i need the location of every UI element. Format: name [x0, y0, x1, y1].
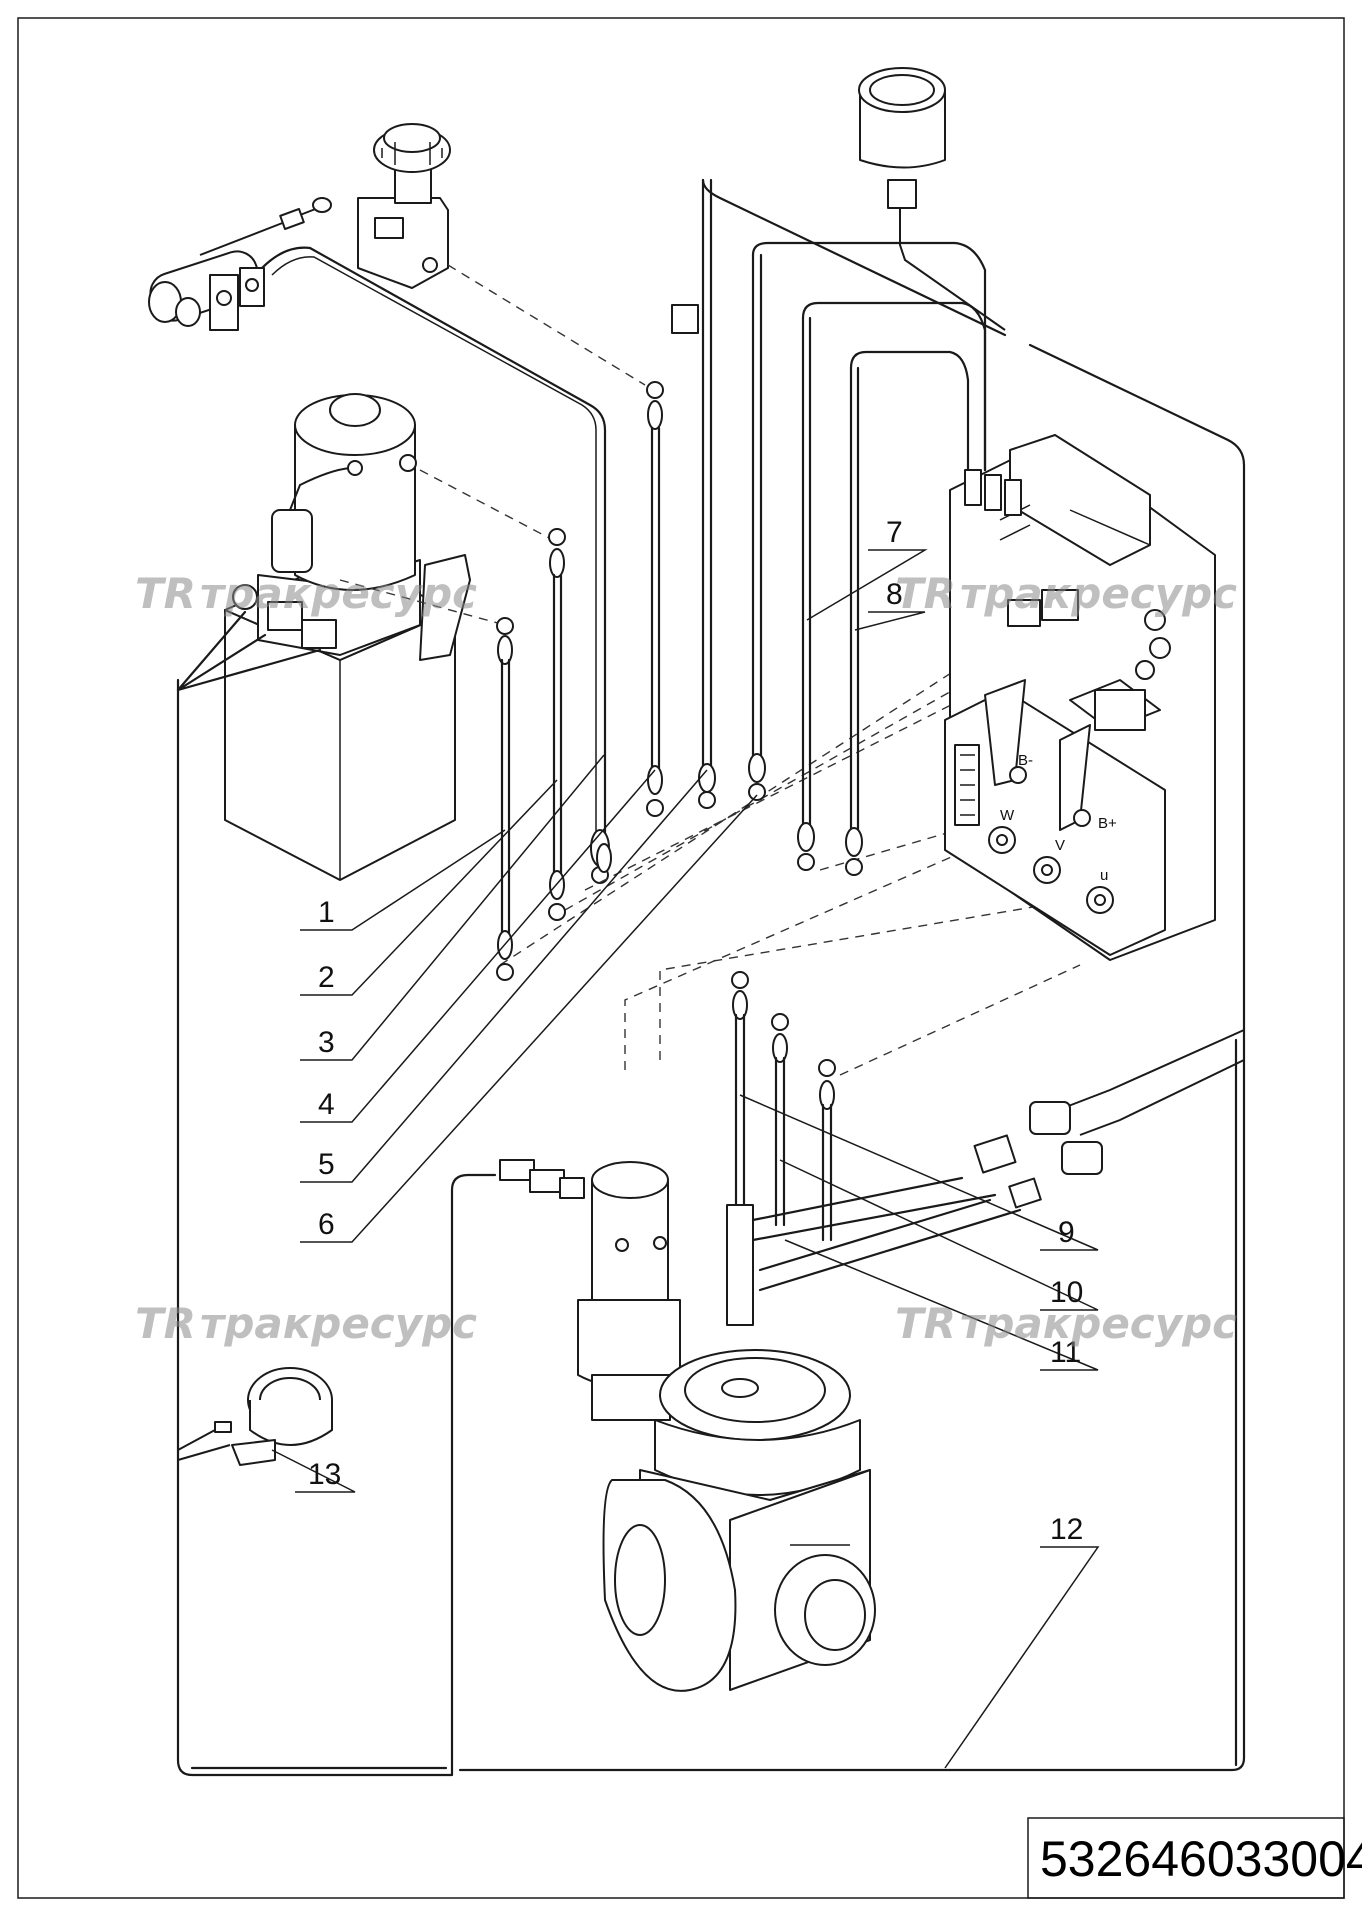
- terminal-v: V: [1055, 837, 1065, 854]
- cable-6: [748, 241, 987, 801]
- callout-9: 9: [1058, 1216, 1075, 1249]
- main-harness: [176, 343, 1246, 1777]
- battery-indicator: [858, 67, 1006, 331]
- cable-clip: [671, 304, 699, 334]
- terminal-b-plus: B+: [1098, 815, 1117, 832]
- motor-plug: [499, 1159, 585, 1199]
- callout-8: 8: [886, 578, 903, 611]
- watermark-2: TR тракресурс: [895, 569, 1237, 618]
- svg-text:тракресурс: тракресурс: [200, 569, 477, 618]
- callout-13: 13: [308, 1458, 341, 1491]
- svg-text:TR: TR: [135, 569, 196, 618]
- cable-5: [698, 178, 1007, 809]
- cable-3-lug: [596, 843, 612, 873]
- watermark-4: TR тракресурс: [895, 1299, 1237, 1348]
- fuse-holder: [148, 197, 332, 331]
- cable-sleeve: [726, 1204, 754, 1326]
- drive-unit: [577, 1161, 876, 1692]
- svg-text:TR: TR: [895, 1299, 956, 1348]
- cable-10: [771, 1013, 789, 1227]
- pump-harness-wires: [176, 610, 322, 692]
- callout-6: 6: [318, 1208, 335, 1241]
- cable-11: [818, 1059, 836, 1242]
- cable-8: [845, 350, 970, 876]
- motor-controller: B- B+ W V u: [944, 434, 1216, 961]
- cable-1: [496, 617, 514, 981]
- hydraulic-pump-unit: [224, 393, 471, 881]
- harness-branch-connectors: [1057, 1029, 1245, 1136]
- callout-11: 11: [1050, 1336, 1081, 1369]
- svg-text:TR: TR: [895, 569, 956, 618]
- svg-text:тракресурс: тракресурс: [200, 1299, 477, 1348]
- encoder-cables: [751, 1176, 1022, 1292]
- callout-2: 2: [318, 961, 335, 994]
- sensor-connectors: [973, 1101, 1103, 1209]
- document-number-box: 532646033004: [1027, 1817, 1362, 1899]
- callout-leaders: [271, 549, 1100, 1769]
- cable-7: [797, 301, 987, 871]
- document-number: 532646033004: [1040, 1831, 1362, 1887]
- cable-9: [731, 971, 749, 1212]
- horn: [177, 1367, 333, 1466]
- callout-3: 3: [318, 1026, 335, 1059]
- callout-10: 10: [1050, 1276, 1083, 1309]
- terminal-w: W: [1000, 807, 1015, 824]
- terminal-u: u: [1100, 867, 1108, 884]
- watermark-3: TR тракресурс: [135, 1299, 477, 1348]
- emergency-switch: [357, 123, 451, 289]
- watermarks: TR тракресурс TR тракресурс TR тракресур…: [135, 569, 1237, 1348]
- drawing-frame: [17, 17, 1345, 1899]
- fuse-cable-3: [260, 246, 607, 850]
- svg-text:TR: TR: [135, 1299, 196, 1348]
- callout-labels: 1 2 3 4 5 6 7 8 9 10 11 12 13: [308, 516, 1083, 1546]
- cable-4: [646, 381, 664, 817]
- callout-1: 1: [318, 896, 335, 929]
- watermark-1: TR тракресурс: [135, 569, 477, 618]
- callout-5: 5: [318, 1148, 335, 1181]
- callout-7: 7: [886, 516, 903, 549]
- terminal-b-minus: B-: [1018, 752, 1033, 769]
- svg-text:тракресурс: тракресурс: [960, 569, 1237, 618]
- callout-12: 12: [1050, 1513, 1083, 1546]
- cable-2: [548, 528, 566, 921]
- callout-4: 4: [318, 1088, 335, 1121]
- svg-text:тракресурс: тракресурс: [960, 1299, 1237, 1348]
